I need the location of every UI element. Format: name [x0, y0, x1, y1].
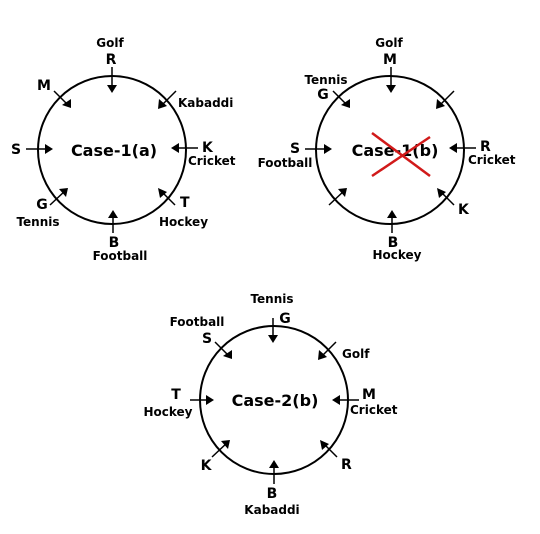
- seat-bottom-letter: B: [109, 235, 120, 251]
- arrowhead-bottom-right: [158, 188, 167, 198]
- seat-left-sport: Hockey: [143, 405, 192, 419]
- seat-right-letter: K: [202, 140, 214, 156]
- seat-bottom-left-letter: K: [201, 458, 213, 474]
- seat-top-sport: Golf: [375, 36, 403, 50]
- seat-top-letter: G: [279, 311, 291, 327]
- arrowhead-bottom-left: [221, 440, 230, 449]
- seat-bottom-letter: B: [388, 235, 399, 251]
- seat-top-sport: Golf: [96, 36, 124, 50]
- arrowhead-top-right: [318, 350, 327, 360]
- arrowhead-bottom-right: [437, 188, 446, 198]
- seat-top-letter: R: [106, 52, 117, 68]
- seat-bottom-left-letter: G: [36, 197, 48, 213]
- seat-bottom-right-letter: T: [180, 195, 190, 211]
- arrowhead-top-left: [223, 350, 232, 359]
- seat-right-sport: Cricket: [350, 403, 398, 417]
- arrowhead-top-right: [436, 99, 445, 109]
- arrowhead-bottom-right: [320, 440, 329, 450]
- arrowhead-bottom: [387, 210, 397, 218]
- strike-line-1: [371, 131, 431, 178]
- strike-cross: [371, 131, 431, 178]
- diagram-case-1a: Case-1(a) Golf R Kabaddi K Cricket T Hoc…: [11, 36, 236, 263]
- strike-line-2: [371, 135, 431, 178]
- seat-top-left-sport: Football: [170, 315, 225, 329]
- arrowhead-left: [45, 144, 53, 154]
- seat-bottom-sport: Kabaddi: [244, 503, 299, 517]
- arrowhead-right: [332, 395, 340, 405]
- arrowhead-top: [107, 85, 117, 93]
- seat-bottom-right-letter: K: [458, 202, 470, 218]
- seat-top-right-sport: Kabaddi: [178, 96, 233, 110]
- diagram-case-2b: Case-2(b) Tennis G Golf M Cricket R B Ka…: [143, 292, 397, 517]
- seat-bottom-left-sport: Tennis: [16, 215, 59, 229]
- arrowhead-right: [449, 143, 457, 153]
- arrowhead-bottom: [108, 210, 118, 218]
- diagram-title: Case-2(b): [232, 391, 319, 410]
- diagram-title: Case-1(a): [71, 141, 157, 160]
- arrowhead-top: [386, 85, 396, 93]
- seat-bottom-sport: Hockey: [372, 248, 421, 262]
- arrowhead-left: [324, 144, 332, 154]
- arrowhead-right: [171, 143, 179, 153]
- seat-left-sport: Football: [258, 156, 313, 170]
- seat-top-sport: Tennis: [250, 292, 293, 306]
- seat-bottom-letter: B: [267, 486, 278, 502]
- diagram-case-1b: Case-1(b) Golf M R Cricket K: [258, 36, 516, 262]
- arrowhead-top: [268, 335, 278, 343]
- seat-top-right-sport: Golf: [342, 347, 370, 361]
- arrowhead-top-right: [158, 99, 167, 109]
- table-circle: [315, 75, 465, 225]
- seat-top-left-letter: S: [202, 331, 212, 347]
- seat-left-letter: S: [290, 141, 300, 157]
- seat-right-sport: Cricket: [468, 153, 516, 167]
- arrowhead-bottom-left: [338, 188, 347, 197]
- seat-left-letter: T: [171, 387, 181, 403]
- seat-top-letter: M: [383, 52, 397, 68]
- seat-top-left-letter: G: [317, 87, 329, 103]
- seat-top-left-sport: Tennis: [304, 73, 347, 87]
- seat-right-sport: Cricket: [188, 154, 236, 168]
- seat-top-left-letter: M: [37, 78, 51, 94]
- arrowhead-top-left: [341, 99, 350, 108]
- seat-bottom-right-sport: Hockey: [159, 215, 208, 229]
- seat-left-letter: S: [11, 142, 21, 158]
- arrowhead-bottom: [269, 460, 279, 468]
- arrowhead-left: [206, 395, 214, 405]
- arrowhead-top-left: [62, 99, 71, 108]
- seat-right-letter: M: [362, 387, 376, 403]
- seat-bottom-right-letter: R: [341, 457, 352, 473]
- seat-right-letter: R: [480, 139, 491, 155]
- arrowhead-bottom-left: [59, 188, 68, 197]
- seat-bottom-sport: Football: [93, 249, 148, 263]
